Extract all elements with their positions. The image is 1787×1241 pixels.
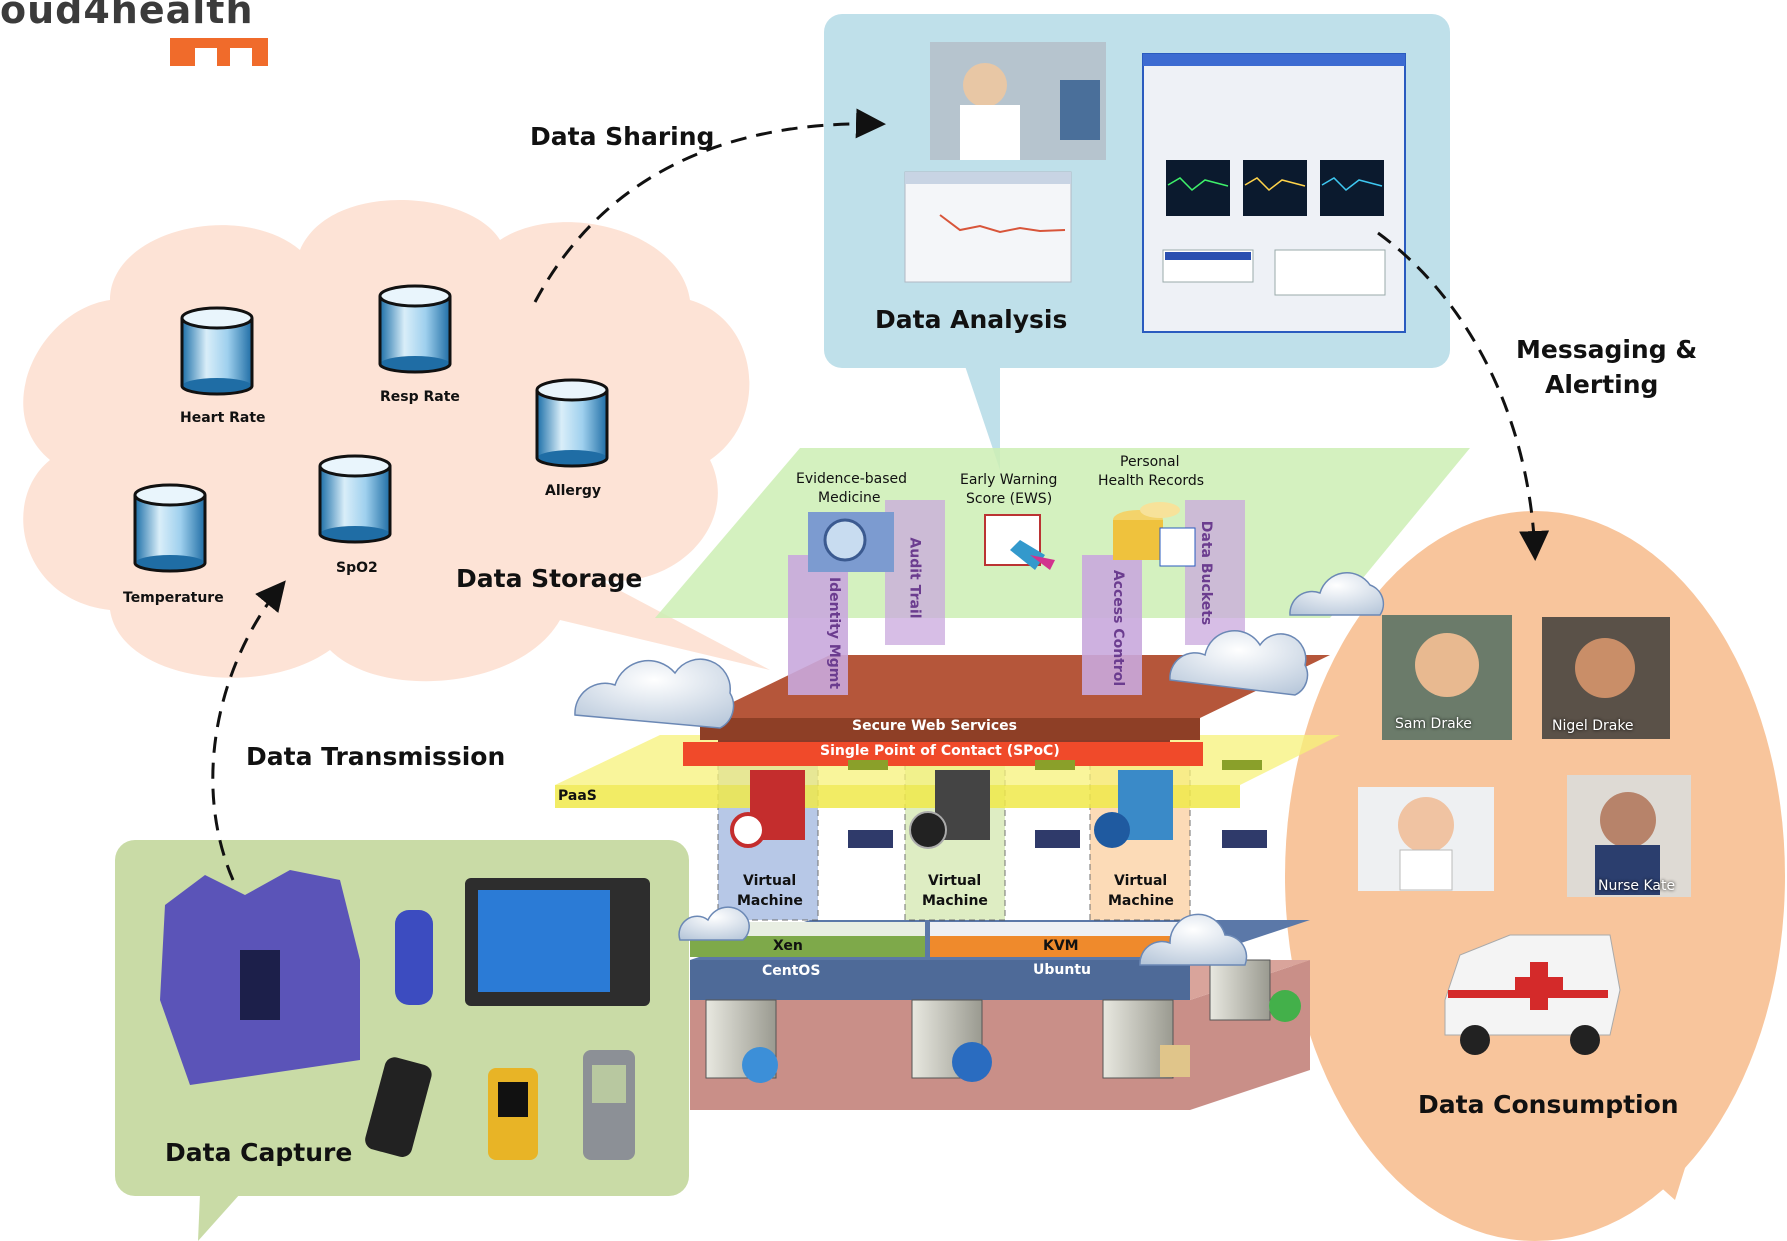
service-ebm-line2: Medicine xyxy=(818,490,881,506)
flow-arrows xyxy=(211,108,1550,881)
data-consumption-title: Data Consumption xyxy=(1418,1090,1679,1119)
service-phr-line2: Health Records xyxy=(1098,473,1205,489)
data-transmission-label: Data Transmission xyxy=(246,742,506,771)
capture-devices xyxy=(160,870,650,1160)
person-nigel-drake: Nigel Drake xyxy=(1552,718,1634,734)
data-analysis-bubble xyxy=(824,14,1450,470)
resp-rate-db-icon xyxy=(378,284,452,374)
pedometer-icon xyxy=(395,910,433,1005)
pillar-access-control: Access Control xyxy=(1110,569,1127,687)
db-label-temperature: Temperature xyxy=(123,590,224,606)
vm-3-line2: Machine xyxy=(1108,893,1174,909)
allergy-db-icon xyxy=(535,378,609,468)
hypervisor-kvm: KVM xyxy=(1043,938,1079,954)
person-sam-drake: Sam Drake xyxy=(1395,716,1472,732)
logo xyxy=(170,38,268,66)
data-sharing-label: Data Sharing xyxy=(530,122,715,151)
phone-black-icon xyxy=(365,1057,432,1158)
data-analysis-title: Data Analysis xyxy=(875,305,1068,334)
heart-rate-db-icon xyxy=(180,306,254,396)
person-nurse-kate: Nurse Kate xyxy=(1598,878,1676,894)
db-label-heart-rate: Heart Rate xyxy=(180,410,266,426)
people-photos xyxy=(1358,615,1691,1055)
data-capture-title: Data Capture xyxy=(165,1138,353,1167)
cloud-decoration xyxy=(574,572,1385,966)
os-centos: CentOS xyxy=(762,963,821,979)
vm-1-line1: Virtual xyxy=(743,873,797,889)
vm-2-line2: Machine xyxy=(922,893,988,909)
messaging-arrow xyxy=(1377,231,1550,561)
data-sharing-arrow xyxy=(533,108,886,303)
secure-web-services-label: Secure Web Services xyxy=(852,718,1017,734)
db-label-allergy: Allergy xyxy=(545,483,601,499)
data-storage-bubble xyxy=(23,200,770,682)
messaging-label-1: Messaging & xyxy=(1516,335,1698,364)
vm-2-line1: Virtual xyxy=(928,873,982,889)
logo-text: oud4health xyxy=(0,0,254,32)
service-ews-line1: Early Warning xyxy=(960,472,1058,488)
db-label-spo2: SpO2 xyxy=(336,560,378,576)
hypervisor-xen: Xen xyxy=(773,938,803,954)
ambulance-icon xyxy=(1444,934,1621,1055)
temperature-db-icon xyxy=(133,483,207,573)
vm-1-line2: Machine xyxy=(737,893,803,909)
service-ews-line2: Score (EWS) xyxy=(966,491,1053,507)
data-storage-title: Data Storage xyxy=(456,564,643,593)
pillar-identity-mgmt: Identity Mgmt xyxy=(826,576,843,690)
messaging-label-2: Alerting xyxy=(1545,370,1659,399)
vm-3-line1: Virtual xyxy=(1114,873,1168,889)
db-label-resp-rate: Resp Rate xyxy=(380,389,460,405)
service-ebm-line1: Evidence-based xyxy=(796,471,908,487)
paas-label: PaaS xyxy=(558,788,597,804)
pillar-data-buckets: Data Buckets xyxy=(1198,520,1215,626)
pillar-audit-trail: Audit Trail xyxy=(906,537,923,619)
service-phr-line1: Personal xyxy=(1120,454,1180,470)
spoc-label: Single Point of Contact (SPoC) xyxy=(820,743,1060,759)
cloud-platform-stack xyxy=(555,448,1470,1110)
data-transmission-arrow xyxy=(211,580,286,881)
os-ubuntu: Ubuntu xyxy=(1033,962,1091,978)
spo2-db-icon xyxy=(318,454,392,544)
database-cylinders xyxy=(133,284,609,573)
